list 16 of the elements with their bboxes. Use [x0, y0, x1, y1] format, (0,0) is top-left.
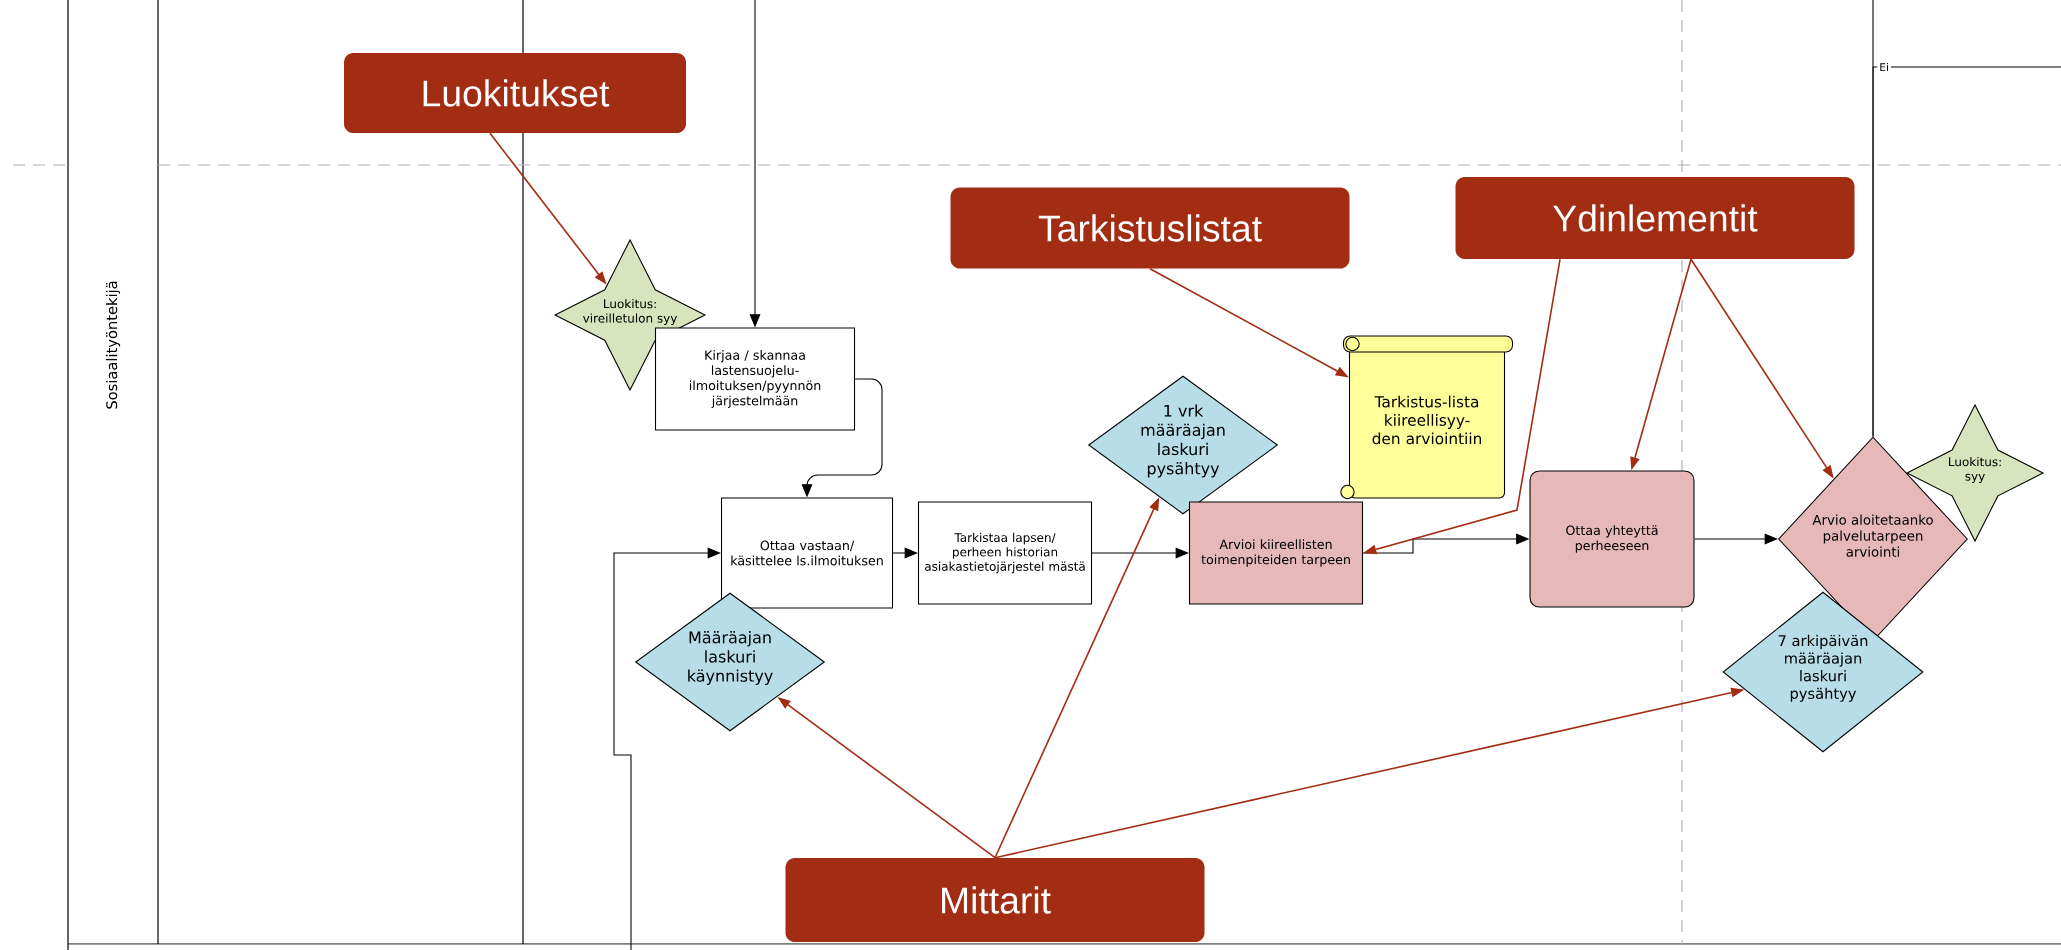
arrow: [613, 547, 721, 950]
process-box: Ottaa yhteyttä perheeseen: [1529, 470, 1695, 608]
process-box: Arvioi kiireellisten toimenpiteiden tarpeen: [1188, 501, 1364, 605]
connector-line: [1872, 66, 2061, 437]
callout-box: Luokitukset: [344, 53, 686, 133]
edge-label: Ei: [1877, 60, 1891, 74]
callout-box: Tarkistuslistat: [950, 187, 1350, 269]
process-box: Kirjaa / skannaa lastensuojelu-ilmoituksen/pyynnön järjestelmään: [654, 327, 856, 431]
callout-box: Mittarit: [785, 858, 1205, 942]
arrow: [1694, 533, 1778, 545]
callout-box: Ydinlementit: [1455, 177, 1855, 259]
arrow: [1091, 547, 1189, 559]
arrow: [892, 547, 918, 559]
lane-label: Sosiaalityöntekijä: [105, 281, 121, 409]
process-box: Tarkistaa lapsen/ perheen historian asiakastietojärjestel mästä: [917, 501, 1093, 605]
process-box: Ottaa vastaan/ käsittelee ls.ilmoituksen: [720, 497, 894, 609]
